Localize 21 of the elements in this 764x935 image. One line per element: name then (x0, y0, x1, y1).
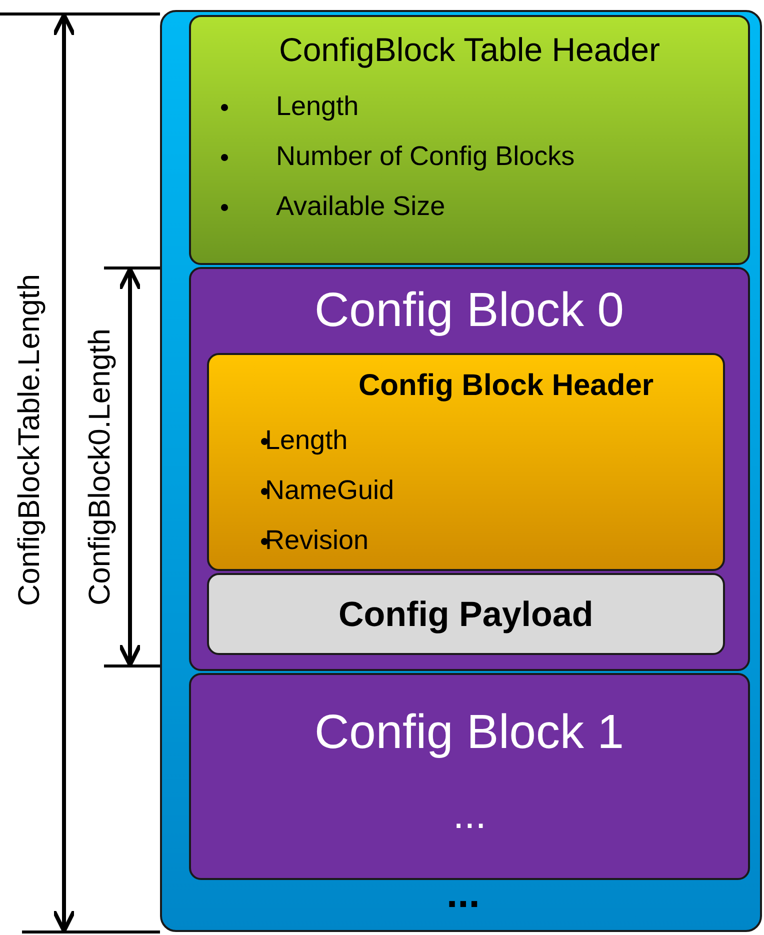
block-title: Config Payload (338, 595, 594, 635)
list-item: Number of Config Blocks (276, 141, 575, 172)
config-block-box (189, 673, 750, 880)
ellipsis-text: ... (453, 793, 486, 838)
payload-box (207, 573, 725, 655)
block-title: Config Block 0 (314, 283, 624, 338)
list-item: Length (265, 425, 348, 456)
list-item: Length (276, 91, 359, 122)
block-header-box (207, 353, 725, 571)
table-header-box (189, 15, 750, 265)
ellipsis-text: ... (446, 872, 480, 917)
block-title: Config Block 1 (314, 705, 624, 760)
dimension-label: ConfigBlockTable.Length (12, 274, 47, 606)
memory-region-box (160, 10, 762, 932)
dimension-label: ConfigBlock0.Length (82, 328, 117, 606)
section-heading: ConfigBlock Table Header (279, 31, 660, 69)
list-item: Revision (265, 525, 369, 556)
list-item: Available Size (276, 191, 446, 222)
list-item: NameGuid (265, 475, 394, 506)
section-heading: Config Block Header (358, 369, 654, 403)
config-block-box (189, 267, 750, 671)
